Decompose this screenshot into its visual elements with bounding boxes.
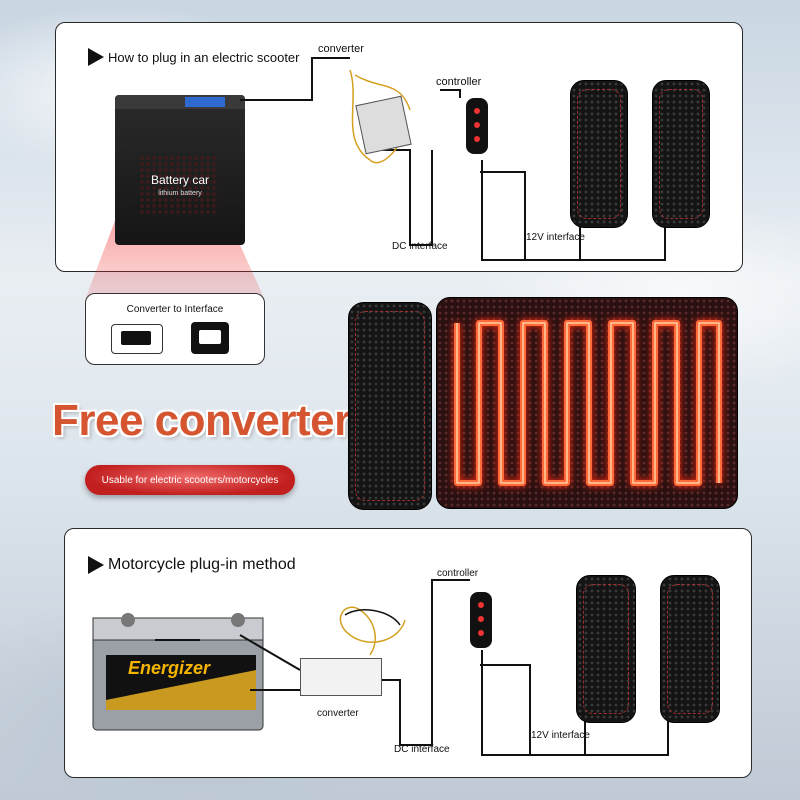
top-left-grip-image bbox=[570, 80, 628, 228]
car-battery-image: Energizer bbox=[88, 600, 268, 735]
top-right-grip-image bbox=[652, 80, 710, 228]
motorcycle-heading: Motorcycle plug-in method bbox=[88, 556, 296, 574]
top-controller-image bbox=[466, 98, 488, 154]
top-dc-interface-label: DC interface bbox=[392, 241, 448, 252]
usage-pill-badge: Usable for electric scooters/motorcycles bbox=[85, 465, 295, 495]
motorcycle-converter-image bbox=[300, 658, 382, 696]
converter-interface-box: Converter to Interface bbox=[85, 293, 265, 365]
top-12v-interface-label: 12V interface bbox=[526, 232, 585, 243]
heating-element-image bbox=[436, 297, 738, 509]
converter-interface-title: Converter to Interface bbox=[126, 304, 224, 315]
lithium-battery-image: Battery car lithium battery bbox=[115, 95, 245, 245]
top-converter-label: converter bbox=[318, 43, 364, 55]
bottom-12v-interface-label: 12V interface bbox=[531, 730, 590, 741]
bottom-left-grip-image bbox=[576, 575, 636, 723]
bottom-controller-image bbox=[470, 592, 492, 648]
bottom-converter-label: converter bbox=[317, 708, 359, 719]
heating-wire-icon bbox=[454, 320, 722, 486]
play-triangle-icon bbox=[88, 48, 104, 66]
dc-plug-icon bbox=[191, 322, 229, 354]
battery-display-icon bbox=[185, 97, 225, 107]
bottom-dc-interface-label: DC interface bbox=[394, 744, 450, 755]
center-grip-image bbox=[348, 302, 432, 510]
bottom-controller-label: controller bbox=[437, 568, 479, 579]
battery-brand-text: Energizer bbox=[128, 658, 211, 678]
play-triangle-icon bbox=[88, 556, 104, 574]
scooter-heading-text: How to plug in an electric scooter bbox=[108, 49, 300, 65]
bottom-right-grip-image bbox=[660, 575, 720, 723]
battery-car-subtitle: lithium battery bbox=[158, 190, 202, 197]
iec-socket-icon bbox=[111, 324, 163, 354]
motorcycle-heading-text: Motorcycle plug-in method bbox=[108, 556, 296, 573]
battery-car-title: Battery car bbox=[150, 173, 210, 187]
scooter-heading: How to plug in an electric scooter bbox=[88, 48, 299, 66]
free-converter-title: Free converter bbox=[52, 396, 351, 445]
top-controller-label: controller bbox=[436, 76, 482, 88]
